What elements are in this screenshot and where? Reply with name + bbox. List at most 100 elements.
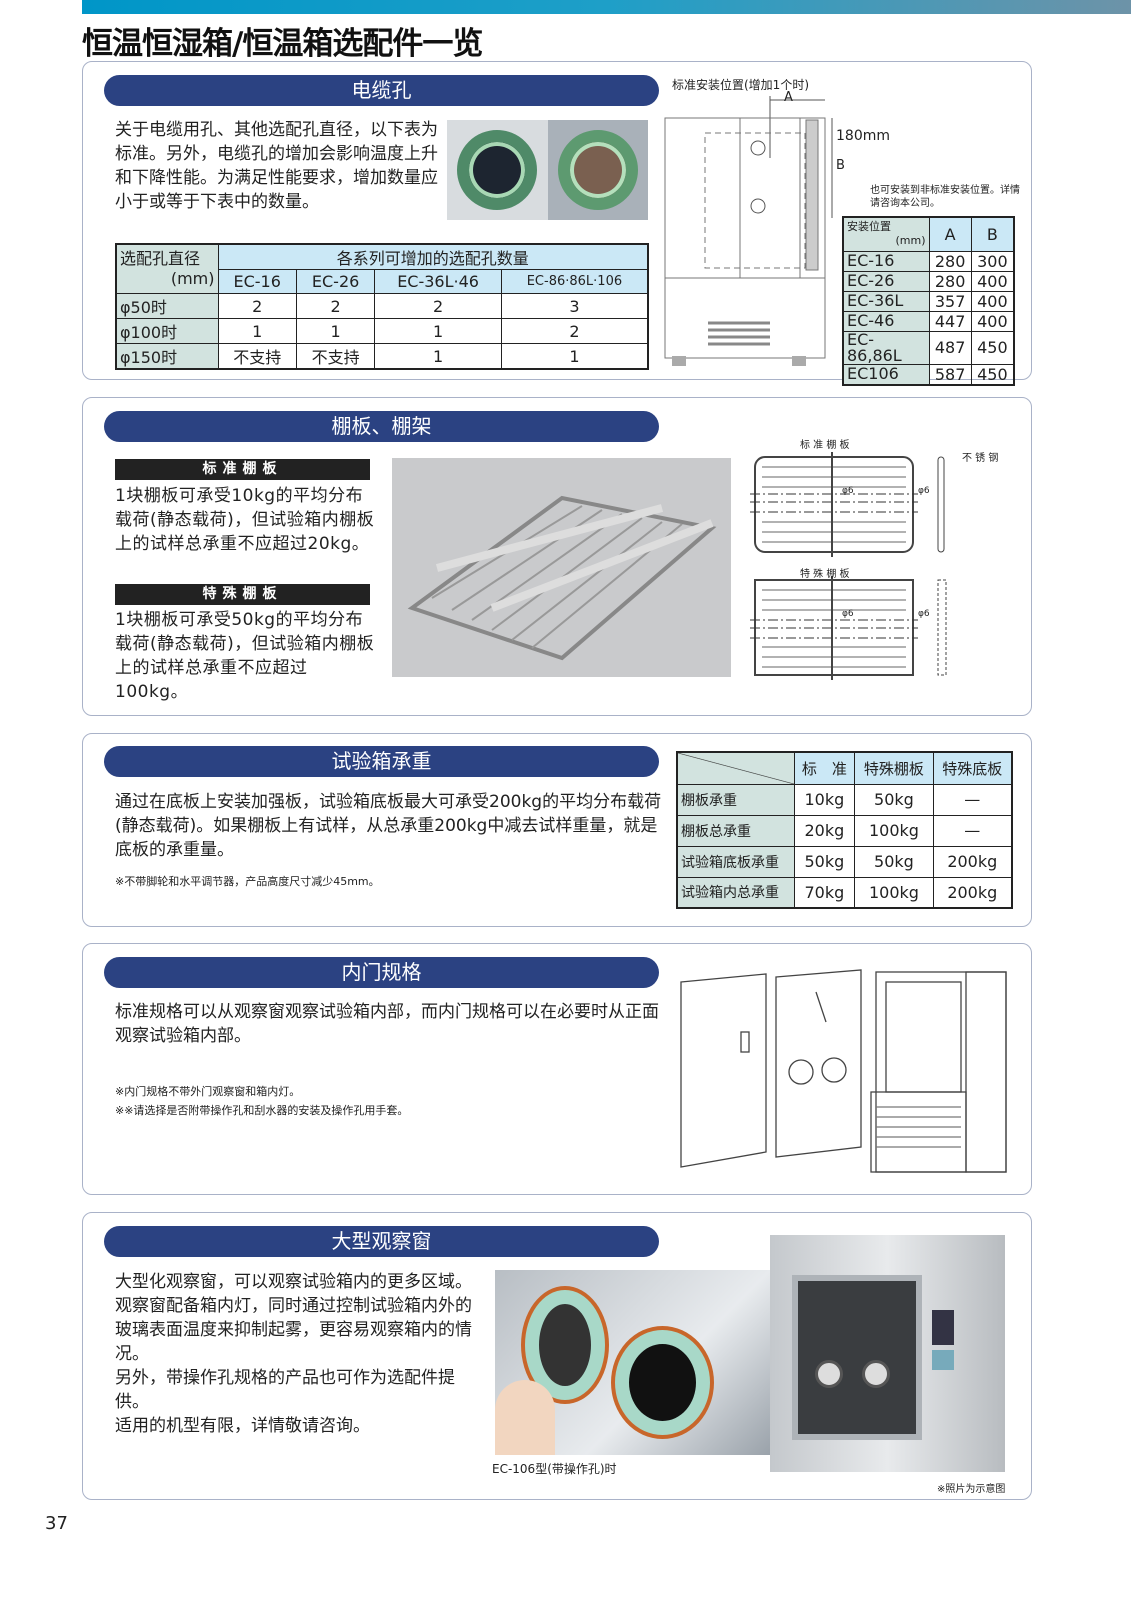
glove-port-photo bbox=[495, 1270, 770, 1455]
column-header: B bbox=[970, 216, 1015, 252]
row-label: EC-46 bbox=[842, 310, 930, 332]
cell: 3 bbox=[500, 293, 649, 319]
paragraph: 观察窗配备箱内灯，同时通过控制试验箱内外的玻璃表面温度来抑制起雾，更容易观察箱内… bbox=[115, 1296, 472, 1364]
row-label: φ100时 bbox=[115, 318, 219, 344]
standard-shelf-label: 标准棚板 bbox=[115, 459, 370, 480]
row-label: 试验箱内总承重 bbox=[676, 876, 795, 909]
phi-label: φ6 bbox=[918, 609, 930, 619]
paragraph: 另外，带操作孔规格的产品也可作为选配件提供。 bbox=[115, 1368, 455, 1412]
column-header: EC-36L·46 bbox=[374, 269, 502, 294]
cell: 450 bbox=[970, 363, 1015, 385]
column-header: EC-16 bbox=[217, 269, 297, 294]
cell: 70kg bbox=[793, 876, 856, 909]
cell: 50kg bbox=[854, 845, 934, 878]
position-note: 也可安装到非标准安装位置。详情请咨询本公司。 bbox=[870, 185, 1020, 209]
cell: 450 bbox=[970, 330, 1015, 365]
standard-shelf-text: 1块棚板可承受10kg的平均分布载荷(静态载荷)，但试验箱内棚板上的试样总承重不… bbox=[115, 486, 375, 554]
shelf-section bbox=[82, 397, 1032, 716]
shelf-drawings bbox=[750, 452, 947, 680]
row-label: 棚板承重 bbox=[676, 783, 795, 816]
cell: 200kg bbox=[932, 845, 1013, 878]
cell: 50kg bbox=[854, 783, 934, 816]
corner-unit: (mm) bbox=[895, 234, 926, 248]
cell: 100kg bbox=[854, 814, 934, 847]
cell: 1 bbox=[295, 318, 376, 344]
cell: 100kg bbox=[854, 876, 934, 909]
photo-caption: EC-106型(带操作孔)时 bbox=[492, 1462, 617, 1476]
corner-label: 选配孔直径 bbox=[120, 249, 201, 268]
cell: 400 bbox=[970, 290, 1015, 312]
paragraph: 大型化观察窗，可以观察试验箱内的更多区域。 bbox=[115, 1272, 472, 1292]
section-heading: 棚板、棚架 bbox=[104, 411, 659, 442]
load-section bbox=[82, 733, 1032, 927]
special-shelf-text: 1块棚板可承受50kg的平均分布载荷(静态载荷)，但试验箱内棚板上的试样总承重不… bbox=[115, 610, 375, 702]
cell: 487 bbox=[928, 330, 972, 365]
cell: 280 bbox=[928, 270, 972, 292]
section-heading: 内门规格 bbox=[104, 957, 659, 988]
cell: 200kg bbox=[932, 876, 1013, 909]
corner-cell bbox=[676, 751, 795, 785]
column-header: EC-86·86L·106 bbox=[500, 269, 649, 294]
cell: 不支持 bbox=[217, 343, 297, 370]
row-label: EC-26 bbox=[842, 270, 930, 292]
section-heading: 电缆孔 bbox=[104, 75, 659, 106]
cell: 10kg bbox=[793, 783, 856, 816]
cell: 1 bbox=[374, 318, 502, 344]
phi-label: φ6 bbox=[842, 609, 854, 619]
cell: 20kg bbox=[793, 814, 856, 847]
row-label: φ50时 bbox=[115, 293, 219, 319]
chamber-photo bbox=[770, 1235, 1005, 1472]
section-heading: 试验箱承重 bbox=[104, 746, 659, 777]
window-description: 大型化观察窗，可以观察试验箱内的更多区域。 观察窗配备箱内灯，同时通过控制试验箱… bbox=[115, 1270, 475, 1438]
cabinet-diagram bbox=[664, 96, 833, 366]
row-label: 试验箱底板承重 bbox=[676, 845, 795, 878]
special-shelf-label: 特殊棚板 bbox=[115, 584, 370, 605]
cable-section bbox=[82, 61, 1032, 380]
top-banner bbox=[82, 0, 1131, 14]
corner-unit: (mm) bbox=[170, 269, 215, 288]
cell: 2 bbox=[217, 293, 297, 319]
row-label: EC-16 bbox=[842, 250, 930, 272]
cell: 1 bbox=[500, 343, 649, 370]
cell: 2 bbox=[295, 293, 376, 319]
phi-label: φ6 bbox=[842, 486, 854, 496]
cable-description: 关于电缆用孔、其他选配孔直径，以下表为标准。另外，电缆孔的增加会影响温度上升和下… bbox=[115, 120, 438, 212]
row-label: EC106 bbox=[842, 363, 930, 385]
cell: — bbox=[932, 783, 1013, 816]
corner-label: 安装位置 bbox=[847, 220, 891, 234]
phi-label: φ6 bbox=[918, 486, 930, 496]
column-header: EC-26 bbox=[295, 269, 376, 294]
cable-hole-photo bbox=[447, 120, 648, 220]
dim-a: A bbox=[784, 90, 793, 105]
cell: 587 bbox=[928, 363, 972, 385]
photo-note: ※照片为示意图 bbox=[937, 1484, 1006, 1495]
dim-180: 180mm bbox=[836, 128, 890, 144]
cell: 1 bbox=[217, 318, 297, 344]
page-number: 37 bbox=[45, 1513, 68, 1534]
section-heading: 大型观察窗 bbox=[104, 1226, 659, 1257]
cable-hole-table: 选配孔直径(mm)各系列可增加的选配孔数量 EC-16 EC-26 EC-36L… bbox=[115, 243, 649, 370]
cell: 不支持 bbox=[295, 343, 376, 370]
column-header: 特殊棚板 bbox=[854, 751, 934, 785]
group-header: 各系列可增加的选配孔数量 bbox=[217, 243, 649, 270]
inner-door-section bbox=[82, 943, 1032, 1195]
cell: 280 bbox=[928, 250, 972, 272]
diagram-label: 标准安装位置(增加1个时) bbox=[672, 78, 809, 92]
cell: 50kg bbox=[793, 845, 856, 878]
page-title: 恒温恒湿箱/恒温箱选配件一览 bbox=[82, 26, 483, 62]
inner-door-description: 标准规格可以从观察窗观察试验箱内部，而内门规格可以在必要时从正面观察试验箱内部。 bbox=[115, 1002, 659, 1046]
inner-door-drawing bbox=[680, 969, 1007, 1173]
column-header: A bbox=[928, 216, 972, 252]
column-header: 特殊底板 bbox=[932, 751, 1013, 785]
row-label: φ150时 bbox=[115, 343, 219, 370]
